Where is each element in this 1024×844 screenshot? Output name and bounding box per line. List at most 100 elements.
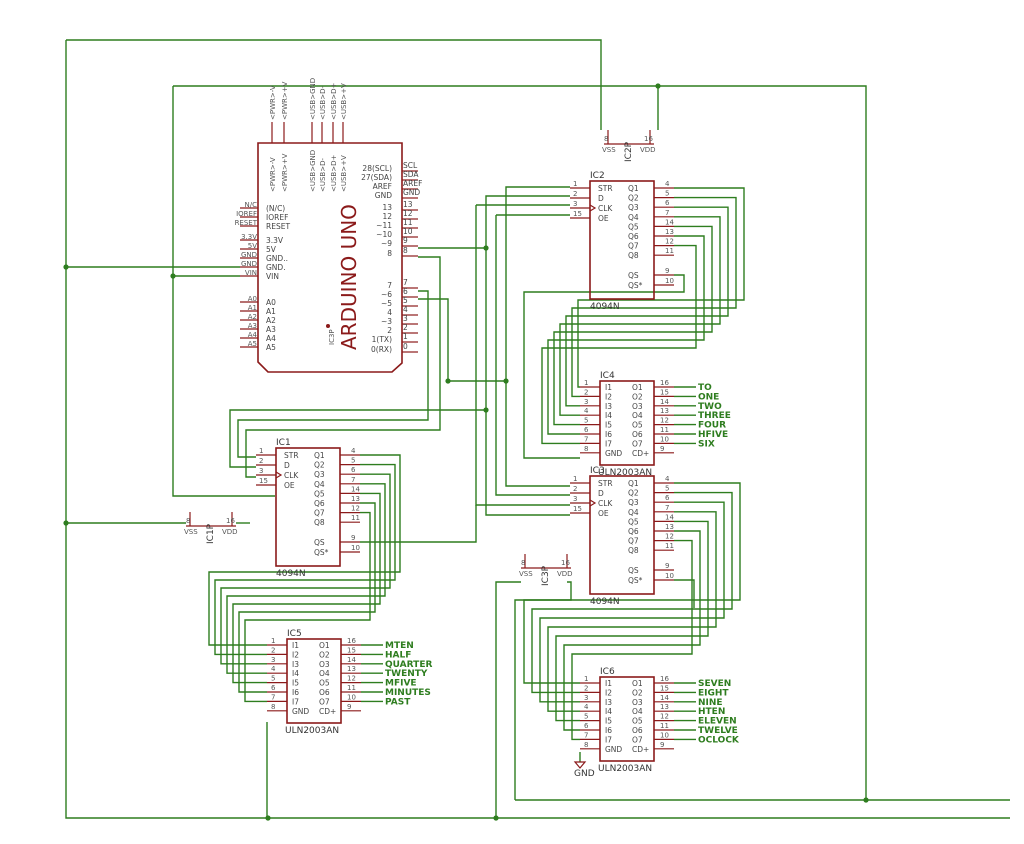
pin-label: Q3 bbox=[628, 498, 639, 507]
output-net-label: MFIVE bbox=[385, 679, 417, 689]
power-ref: IC3P bbox=[541, 565, 551, 586]
pin-number: 12 bbox=[665, 238, 674, 246]
pin-label: ~3 bbox=[381, 317, 392, 326]
pin-number: 5 bbox=[271, 675, 275, 683]
pin-label: O7 bbox=[632, 439, 643, 448]
wire bbox=[66, 39, 602, 130]
pin-label: Q5 bbox=[628, 517, 639, 526]
pin-number: 6 bbox=[584, 426, 589, 434]
pin-label: I2 bbox=[605, 392, 612, 401]
pin-label: OE bbox=[284, 481, 295, 490]
pin-label: GND bbox=[241, 260, 257, 268]
wire bbox=[173, 85, 867, 801]
pin-number: 11 bbox=[665, 542, 674, 550]
pin-label: Q8 bbox=[628, 546, 639, 555]
pin-number: 3 bbox=[584, 694, 588, 702]
pin-number: 1 bbox=[259, 447, 263, 455]
pin-number: 7 bbox=[271, 693, 275, 701]
pin-label: QS* bbox=[628, 281, 643, 290]
chip-part: 4094N bbox=[590, 597, 620, 607]
chip-body bbox=[589, 475, 655, 595]
pin-label: 9 bbox=[403, 236, 408, 245]
pin-label: Q1 bbox=[314, 451, 325, 460]
output-net-label: NINE bbox=[698, 698, 723, 708]
wire bbox=[244, 511, 371, 703]
pin-number: 9 bbox=[660, 445, 664, 453]
pin-label: 3.3V bbox=[266, 236, 284, 245]
pin-label: 1 bbox=[403, 332, 408, 341]
pin-label: STR bbox=[598, 184, 613, 193]
wire bbox=[485, 195, 570, 248]
pin-number: 10 bbox=[347, 693, 356, 701]
pin-label: CLK bbox=[598, 499, 613, 508]
power-label: VSS bbox=[519, 570, 533, 578]
pin-label: A1 bbox=[248, 304, 257, 312]
pin-label: QS* bbox=[628, 576, 643, 585]
pin-label: Q3 bbox=[628, 203, 639, 212]
pin-number: 2 bbox=[584, 388, 588, 396]
pin-label: GND bbox=[292, 707, 309, 716]
power-label: VSS bbox=[184, 528, 198, 536]
chip-ref: IC6 bbox=[600, 667, 615, 677]
power-label: VDD bbox=[640, 146, 656, 154]
pin-number: 6 bbox=[665, 199, 670, 207]
pin-label: O5 bbox=[632, 717, 643, 726]
pin-number: 2 bbox=[573, 190, 577, 198]
output-net-label: ONE bbox=[698, 392, 719, 402]
wire bbox=[495, 215, 570, 496]
pin-number: 15 bbox=[660, 388, 669, 396]
pin-label: I4 bbox=[605, 707, 612, 716]
pin-number: 14 bbox=[347, 656, 356, 664]
pin-label: RESET bbox=[235, 219, 258, 227]
pin-label: O5 bbox=[319, 679, 330, 688]
pin-number: 4 bbox=[584, 407, 589, 415]
pin-label: Q4 bbox=[628, 213, 639, 222]
pin-number: 14 bbox=[351, 485, 360, 493]
pin-number: 3 bbox=[573, 495, 577, 503]
pin-label: A5 bbox=[266, 343, 276, 352]
pin-number: 5 bbox=[665, 485, 669, 493]
pin-label: CLK bbox=[598, 204, 613, 213]
pin-number: 11 bbox=[660, 426, 669, 434]
pin-label: I1 bbox=[292, 641, 299, 650]
pin-number: 8 bbox=[584, 741, 588, 749]
pin-label: O3 bbox=[632, 402, 643, 411]
pin-number: 1 bbox=[584, 675, 588, 683]
output-net-label: HTEN bbox=[698, 707, 725, 717]
pin-label: 10 bbox=[403, 227, 413, 236]
pin-label: 27(SDA) bbox=[361, 173, 392, 182]
pin-label: (N/C) bbox=[266, 204, 285, 213]
pin-label: <USB>D- bbox=[319, 86, 327, 120]
pin-label: <PWR>+V bbox=[281, 81, 289, 120]
pin-label: GND bbox=[605, 745, 622, 754]
pin-label: CD+ bbox=[632, 449, 649, 458]
pin-label: 4 bbox=[403, 305, 408, 314]
pin-label: O4 bbox=[632, 411, 643, 420]
pin-label: <USB>GND bbox=[309, 150, 317, 192]
pin-number: 8 bbox=[186, 517, 190, 525]
pin-number: 12 bbox=[660, 713, 669, 721]
wire bbox=[547, 235, 705, 435]
junction-dot bbox=[265, 815, 271, 821]
pin-number: 14 bbox=[660, 694, 669, 702]
output-net-label: HALF bbox=[385, 650, 411, 660]
wire bbox=[674, 579, 695, 608]
pin-label: 0(RX) bbox=[371, 345, 392, 354]
chip-body bbox=[275, 447, 341, 567]
arduino-ref: IC3P bbox=[328, 329, 336, 345]
pin-label: <USB>+V bbox=[340, 155, 348, 192]
pin-label: I3 bbox=[605, 698, 612, 707]
pin-number: 11 bbox=[665, 247, 674, 255]
pin-number: 13 bbox=[660, 703, 669, 711]
pin-label: 7 bbox=[387, 281, 392, 290]
clock-mark bbox=[589, 499, 597, 507]
wire bbox=[559, 216, 721, 416]
output-net-label: TO bbox=[698, 383, 712, 393]
wire bbox=[563, 530, 701, 731]
pin-label: Q8 bbox=[628, 251, 639, 260]
pin-number: 9 bbox=[347, 703, 351, 711]
